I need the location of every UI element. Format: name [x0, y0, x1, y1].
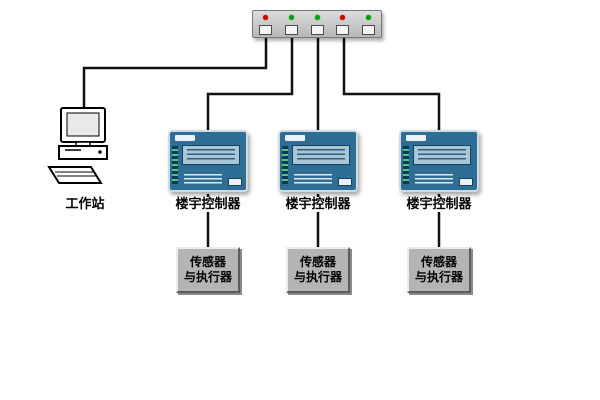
sensor-box-line2: 与执行器: [414, 270, 463, 284]
switch-port-row: [259, 25, 375, 35]
controller-front-panel: [413, 145, 471, 165]
building-controller-3: [399, 130, 479, 192]
wire-switch-to-controller-1: [206, 30, 294, 132]
ethernet-port: [362, 25, 375, 35]
controller-label-chip: [338, 178, 352, 186]
controller-label-chip: [459, 178, 473, 186]
building-controller-2: [278, 130, 358, 192]
controller-1-label: 楼宇控制器: [172, 197, 244, 212]
controller-logo: [175, 135, 195, 141]
wire-switch-to-workstation: [82, 30, 268, 112]
controller-front-panel: [292, 145, 350, 165]
led-indicator: [366, 15, 371, 20]
led-indicator: [263, 15, 268, 20]
led-indicator: [340, 15, 346, 20]
controller-front-panel: [182, 145, 240, 165]
switch-led-row: [263, 15, 371, 20]
controller-model-text: [184, 174, 222, 185]
sensor-box-line1: 传感器: [420, 255, 457, 269]
controller-model-text: [294, 174, 332, 185]
sensor-box-line1: 传感器: [299, 255, 336, 269]
workstation-label: 工作站: [42, 197, 128, 212]
led-indicator: [314, 15, 320, 20]
wire-switch-to-controller-3: [342, 30, 441, 132]
ethernet-port: [259, 25, 272, 35]
sensor-actuator-box-3: 传感器 与执行器: [407, 247, 471, 293]
building-controller-1: [168, 130, 248, 192]
controller-label-chip: [228, 178, 242, 186]
monitor-screen: [66, 112, 100, 137]
controller-logo: [285, 135, 305, 141]
terminal-block-icon: [403, 146, 409, 184]
ethernet-port: [310, 25, 324, 35]
ethernet-port: [336, 25, 350, 35]
led-indicator: [288, 15, 294, 20]
keyboard: [47, 166, 103, 184]
terminal-block-icon: [282, 146, 288, 184]
controller-model-text: [415, 174, 453, 185]
ethernet-port: [284, 25, 298, 35]
terminal-block-icon: [172, 146, 178, 184]
sensor-box-line1: 传感器: [189, 255, 226, 269]
sensor-actuator-box-2: 传感器 与执行器: [286, 247, 350, 293]
sensor-actuator-box-1: 传感器 与执行器: [176, 247, 240, 293]
power-button: [98, 150, 102, 154]
workstation-computer-icon: [47, 107, 108, 184]
controller-2-label: 楼宇控制器: [282, 197, 354, 212]
controller-3-label: 楼宇控制器: [403, 197, 475, 212]
controller-logo: [406, 135, 426, 141]
sensor-box-line2: 与执行器: [293, 270, 342, 284]
sensor-box-line2: 与执行器: [183, 270, 232, 284]
network-switch: [252, 10, 382, 38]
